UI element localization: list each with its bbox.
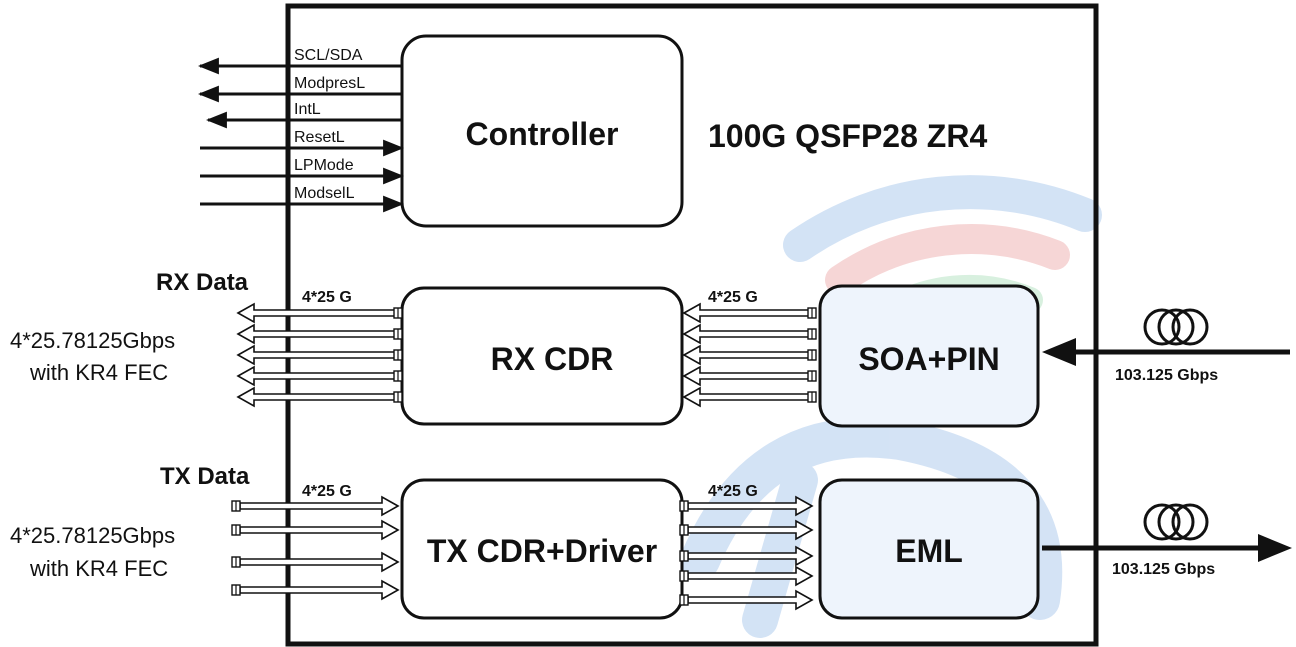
rx-bus-right-label: 4*25 G: [708, 289, 758, 306]
tx-cdr-label: TX CDR+Driver: [427, 533, 657, 569]
bus-lane: [682, 323, 817, 345]
bus-lane: [231, 495, 400, 517]
tx-bus-right-label: 4*25 G: [708, 483, 758, 500]
control-signal-lpmode: LPMode: [200, 157, 405, 185]
bus-lane: [231, 551, 400, 573]
rx-rate-line1: 4*25.78125Gbps: [10, 328, 175, 353]
rx-optical-input: 103.125 Gbps: [1042, 308, 1290, 384]
control-signal-label: ResetL: [294, 129, 345, 146]
bus-lane: [682, 344, 817, 366]
module-title: 100G QSFP28 ZR4: [708, 118, 987, 154]
rx-rate-line2: with KR4 FEC: [29, 360, 168, 385]
tx-fiber-coil-icon: [1143, 503, 1209, 541]
rx-data-label: RX Data: [156, 269, 249, 296]
tx-cdr-block: TX CDR+Driver: [400, 478, 684, 620]
controller-label: Controller: [466, 116, 619, 152]
control-signal-modsell: ModselL: [200, 185, 405, 213]
tx-rate-line2: with KR4 FEC: [29, 556, 168, 581]
module-outline: [285, 3, 1099, 647]
rx-optical-rate: 103.125 Gbps: [1115, 367, 1218, 384]
rx-bus-left-label: 4*25 G: [302, 289, 352, 306]
control-signal-label: SCL/SDA: [294, 47, 363, 64]
controller-block: Controller: [400, 34, 684, 228]
control-signal-label: LPMode: [294, 157, 354, 174]
rx-fiber-coil-icon: [1143, 308, 1209, 346]
control-signal-modpresl: ModpresL: [197, 75, 402, 103]
rx-cdr-label: RX CDR: [491, 341, 614, 377]
bus-lane: [682, 302, 817, 324]
bus-lane: [236, 386, 403, 408]
bus-lane: [682, 386, 817, 408]
bus-lane: [679, 545, 814, 567]
rx-left-bus: [236, 302, 403, 408]
control-signal-resetl: ResetL: [200, 129, 405, 157]
eml-label: EML: [895, 533, 963, 569]
soa-pin-label: SOA+PIN: [858, 341, 999, 377]
eml-block: EML: [818, 478, 1040, 620]
rx-right-bus: [682, 302, 817, 408]
rx-cdr-block: RX CDR: [400, 286, 684, 426]
bus-lane: [682, 365, 817, 387]
tx-left-bus: [231, 495, 400, 601]
bus-lane: [679, 495, 814, 517]
bus-lane: [236, 323, 403, 345]
control-signal-intl: IntL: [205, 101, 402, 129]
bus-lane: [231, 579, 400, 601]
tx-right-bus: [679, 495, 814, 611]
bus-lane: [236, 344, 403, 366]
soa-pin-block: SOA+PIN: [818, 284, 1040, 428]
tx-data-label: TX Data: [160, 463, 250, 490]
control-signal-label: IntL: [294, 101, 321, 118]
bus-lane: [236, 302, 403, 324]
bus-lane: [231, 519, 400, 541]
bus-lane: [679, 565, 814, 587]
tx-optical-rate: 103.125 Gbps: [1112, 561, 1215, 578]
bus-lane: [679, 589, 814, 611]
tx-rate-line1: 4*25.78125Gbps: [10, 523, 175, 548]
bus-lane: [679, 519, 814, 541]
bus-lane: [236, 365, 403, 387]
tx-optical-output: 103.125 Gbps: [1042, 503, 1292, 578]
control-signal-label: ModpresL: [294, 75, 365, 92]
control-signal-scl-sda: SCL/SDA: [197, 47, 402, 75]
control-signal-label: ModselL: [294, 185, 355, 202]
tx-bus-left-label: 4*25 G: [302, 483, 352, 500]
